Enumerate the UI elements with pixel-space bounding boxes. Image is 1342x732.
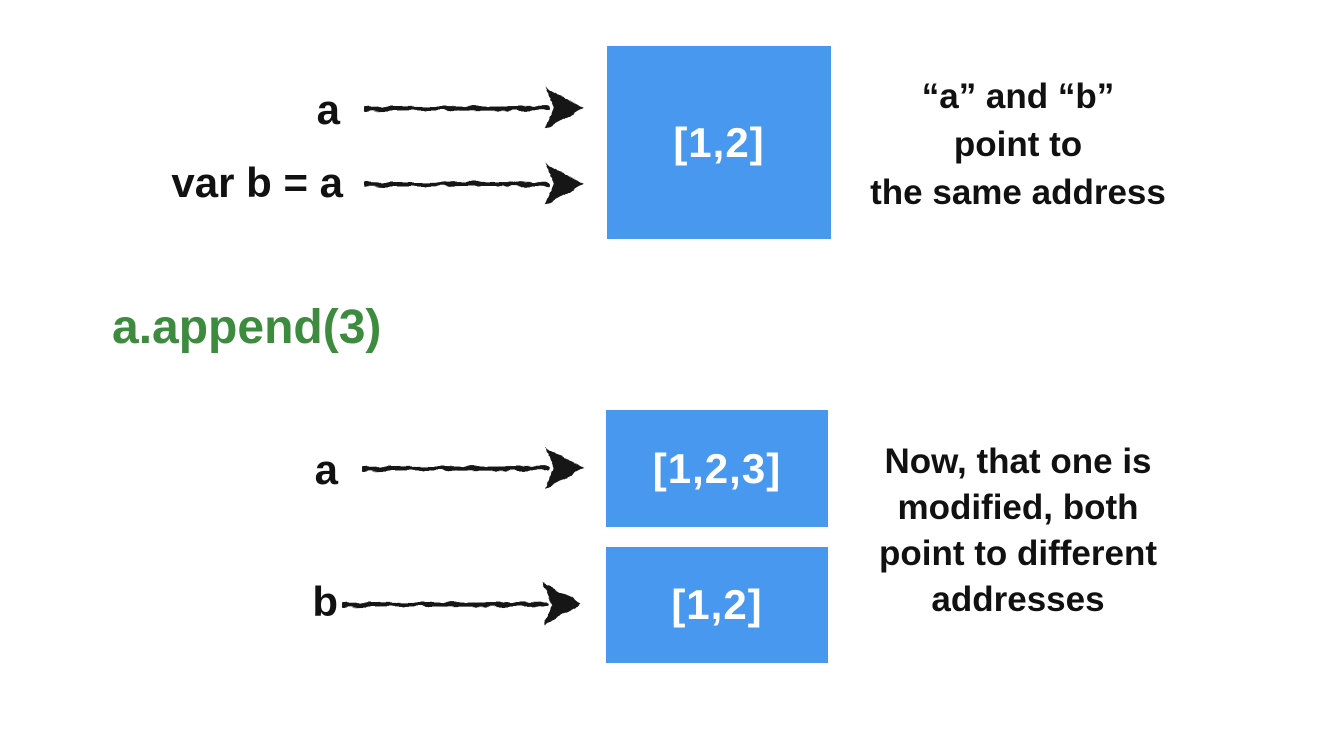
arrow-b-to-shared-box-icon xyxy=(364,163,584,205)
modified-address-box: [1,2,3] xyxy=(606,410,828,527)
after-caption-line: modified, both xyxy=(897,488,1139,527)
before-label-a: a xyxy=(316,86,340,133)
arrow-b-to-original-box-icon xyxy=(342,583,582,625)
after-caption-line: point to different xyxy=(878,534,1157,573)
after-label-b: b xyxy=(312,578,338,625)
before-caption: “a” and “b” point to the same address xyxy=(838,73,1198,217)
shared-address-box-value: [1,2] xyxy=(673,118,765,166)
shared-address-box: [1,2] xyxy=(607,46,831,239)
after-caption-line: Now, that one is xyxy=(884,442,1152,481)
after-caption-line: addresses xyxy=(931,580,1105,619)
arrow-a-to-modified-box-icon xyxy=(362,447,584,489)
original-address-box: [1,2] xyxy=(606,547,828,663)
before-label-b: var b = a xyxy=(171,159,343,206)
arrow-a-to-shared-box-icon xyxy=(364,87,584,129)
before-caption-line: “a” and “b” xyxy=(921,77,1115,116)
after-caption: Now, that one is modified, both point to… xyxy=(838,439,1198,623)
before-caption-line: the same address xyxy=(870,173,1166,212)
after-label-a: a xyxy=(314,446,338,493)
original-address-box-value: [1,2] xyxy=(671,581,763,628)
append-operation-code: a.append(3) xyxy=(112,301,382,354)
before-caption-line: point to xyxy=(953,125,1083,164)
modified-address-box-value: [1,2,3] xyxy=(652,444,782,492)
